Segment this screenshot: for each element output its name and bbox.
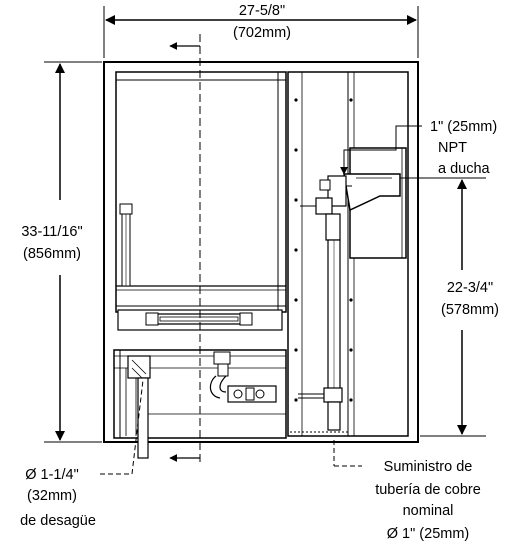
width-imperial: 27-5/8" — [239, 3, 285, 19]
shower-outlet-thread: NPT — [438, 140, 467, 156]
supply-line3: nominal — [403, 503, 454, 519]
shower-outlet-callout: 1" (25mm) NPT a ducha — [340, 119, 497, 177]
drain-size: Ø 1-1/4" — [25, 467, 79, 483]
height-imperial: 33-11/16" — [21, 224, 82, 240]
shower-outlet-bracket — [343, 173, 401, 212]
shower-height-dimension: 22-3/4" (578mm) — [400, 177, 499, 437]
heater-tank — [115, 71, 287, 313]
shower-outlet-size: 1" (25mm) — [430, 119, 497, 135]
tank-base-bracket — [117, 309, 283, 331]
drain-pipe — [127, 355, 151, 459]
drain-valve-assembly — [209, 351, 277, 403]
drain-label: de desagüe — [20, 513, 96, 529]
centerline — [169, 34, 201, 464]
supply-line4: Ø 1" (25mm) — [387, 526, 470, 542]
supply-line2: tubería de cobre — [375, 482, 481, 498]
shower-height-imperial: 22-3/4" — [447, 280, 493, 296]
side-valve — [119, 203, 133, 287]
height-metric: (856mm) — [23, 246, 81, 262]
shower-outlet-destination: a ducha — [438, 161, 491, 177]
shower-height-metric: (578mm) — [441, 302, 499, 318]
drain-metric: (32mm) — [27, 488, 77, 504]
supply-callout: Suministro de tubería de cobre nominal Ø… — [333, 440, 481, 542]
drain-callout: Ø 1-1/4" (32mm) de desagüe — [20, 379, 144, 529]
supply-pipe — [298, 175, 352, 431]
height-dimension: 33-11/16" (856mm) — [21, 61, 102, 443]
supply-line1: Suministro de — [384, 459, 473, 475]
width-dimension: 27-5/8" (702mm) — [103, 3, 419, 58]
width-metric: (702mm) — [233, 25, 291, 41]
